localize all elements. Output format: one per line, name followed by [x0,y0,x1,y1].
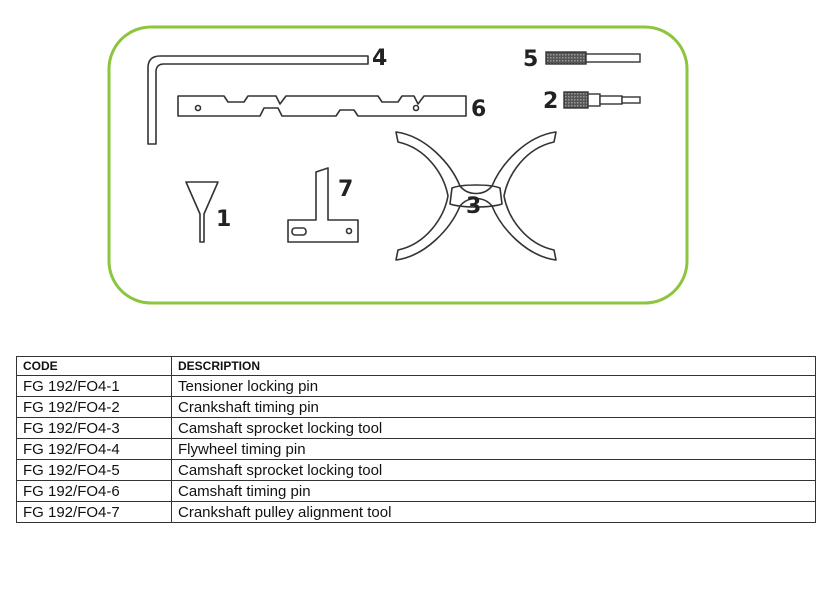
tool-crankshaft-pulley-alignment-drawing [287,167,359,243]
table-row: FG 192/FO4-4 Flywheel timing pin [16,438,816,460]
table-header-row: CODE DESCRIPTION [16,356,816,376]
cell-description: Crankshaft timing pin [171,396,816,418]
callout-5: 5 [523,47,538,72]
tool-flywheel-timing-pin-drawing [147,55,369,145]
header-code: CODE [16,356,172,376]
cell-description: Camshaft sprocket locking tool [171,417,816,439]
cell-description: Flywheel timing pin [171,438,816,460]
cell-description: Crankshaft pulley alignment tool [171,501,816,523]
table-row: FG 192/FO4-3 Camshaft sprocket locking t… [16,417,816,439]
callout-7: 7 [338,177,353,202]
table-row: FG 192/FO4-5 Camshaft sprocket locking t… [16,459,816,481]
table-row: FG 192/FO4-7 Crankshaft pulley alignment… [16,501,816,523]
cell-code: FG 192/FO4-4 [16,438,172,460]
cell-description: Camshaft timing pin [171,480,816,502]
callout-1: 1 [216,207,231,232]
tool-camshaft-timing-pin-drawing [177,95,467,117]
cell-code: FG 192/FO4-2 [16,396,172,418]
tool-kit-illustration: 4 6 5 2 3 1 [106,24,690,306]
cell-code: FG 192/FO4-6 [16,480,172,502]
tool-camshaft-locking-tool-drawing [395,131,557,261]
callout-2: 2 [543,89,558,114]
cell-code: FG 192/FO4-3 [16,417,172,439]
tool-kit-drawing: 4 6 5 2 3 1 [107,25,689,305]
table-row: FG 192/FO4-6 Camshaft timing pin [16,480,816,502]
tool-tensioner-locking-pin-drawing [185,181,219,243]
cell-description: Tensioner locking pin [171,375,816,397]
callout-3: 3 [466,194,481,219]
table-row: FG 192/FO4-2 Crankshaft timing pin [16,396,816,418]
parts-table: CODE DESCRIPTION FG 192/FO4-1 Tensioner … [16,356,816,523]
callout-6: 6 [471,97,486,122]
callout-4: 4 [372,46,387,71]
tool-camshaft-sprocket-pin-drawing [545,51,641,65]
table-row: FG 192/FO4-1 Tensioner locking pin [16,375,816,397]
panel-frame [107,25,689,305]
cell-code: FG 192/FO4-1 [16,375,172,397]
cell-code: FG 192/FO4-5 [16,459,172,481]
tool-crankshaft-timing-pin-drawing [563,91,641,109]
cell-code: FG 192/FO4-7 [16,501,172,523]
header-description: DESCRIPTION [171,356,816,376]
cell-description: Camshaft sprocket locking tool [171,459,816,481]
